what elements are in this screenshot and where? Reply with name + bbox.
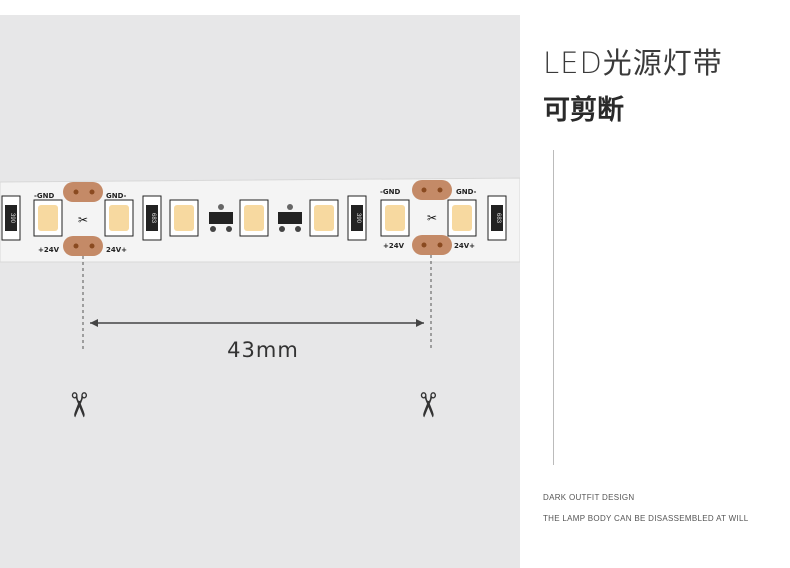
cut-point-left: ✂: [63, 182, 103, 256]
cut-point-right: ✂: [412, 180, 452, 255]
v24-label: +24V: [383, 242, 405, 250]
led-emitter: [314, 205, 334, 231]
v24-label: +24V: [38, 246, 60, 254]
scissors-icon: ✂: [59, 391, 97, 420]
resistor: [5, 205, 17, 231]
scissors-icon: ✂: [408, 391, 446, 420]
note-disassemble: THE LAMP BODY CAN BE DISASSEMBLED AT WIL…: [543, 514, 749, 523]
led-emitter: [452, 205, 472, 231]
note-design: DARK OUTFIT DESIGN: [543, 493, 635, 502]
led-strip-photo: 390 683 390 683 ✂ ✂ -GND GND- +24V 24V+ -GN…: [0, 15, 520, 568]
gnd-label: -GND: [34, 192, 55, 200]
resistor: [146, 205, 158, 231]
divider-line: [553, 150, 554, 465]
resistor-label: 390: [355, 213, 361, 224]
svg-text:✂: ✂: [78, 213, 88, 227]
resistor: [491, 205, 503, 231]
page-subtitle: 可剪断: [543, 95, 624, 126]
gnd-label: GND-: [106, 192, 127, 200]
resistor: [351, 205, 363, 231]
gnd-label: GND-: [456, 188, 477, 196]
led-emitter: [244, 205, 264, 231]
measurement-label: 43mm: [227, 338, 299, 362]
v24-label: 24V+: [454, 242, 475, 250]
transistor: [278, 212, 302, 224]
v24-label: 24V+: [106, 246, 127, 254]
resistor-label: 390: [9, 213, 15, 224]
svg-text:✂: ✂: [427, 211, 437, 225]
transistor: [209, 212, 233, 224]
page-title: LED光源灯带: [543, 46, 723, 80]
gnd-label: -GND: [380, 188, 401, 196]
resistor-label: 683: [150, 213, 156, 224]
led-emitter: [38, 205, 58, 231]
led-emitter: [109, 205, 129, 231]
led-emitter: [174, 205, 194, 231]
resistor-label: 683: [495, 213, 501, 224]
led-emitter: [385, 205, 405, 231]
